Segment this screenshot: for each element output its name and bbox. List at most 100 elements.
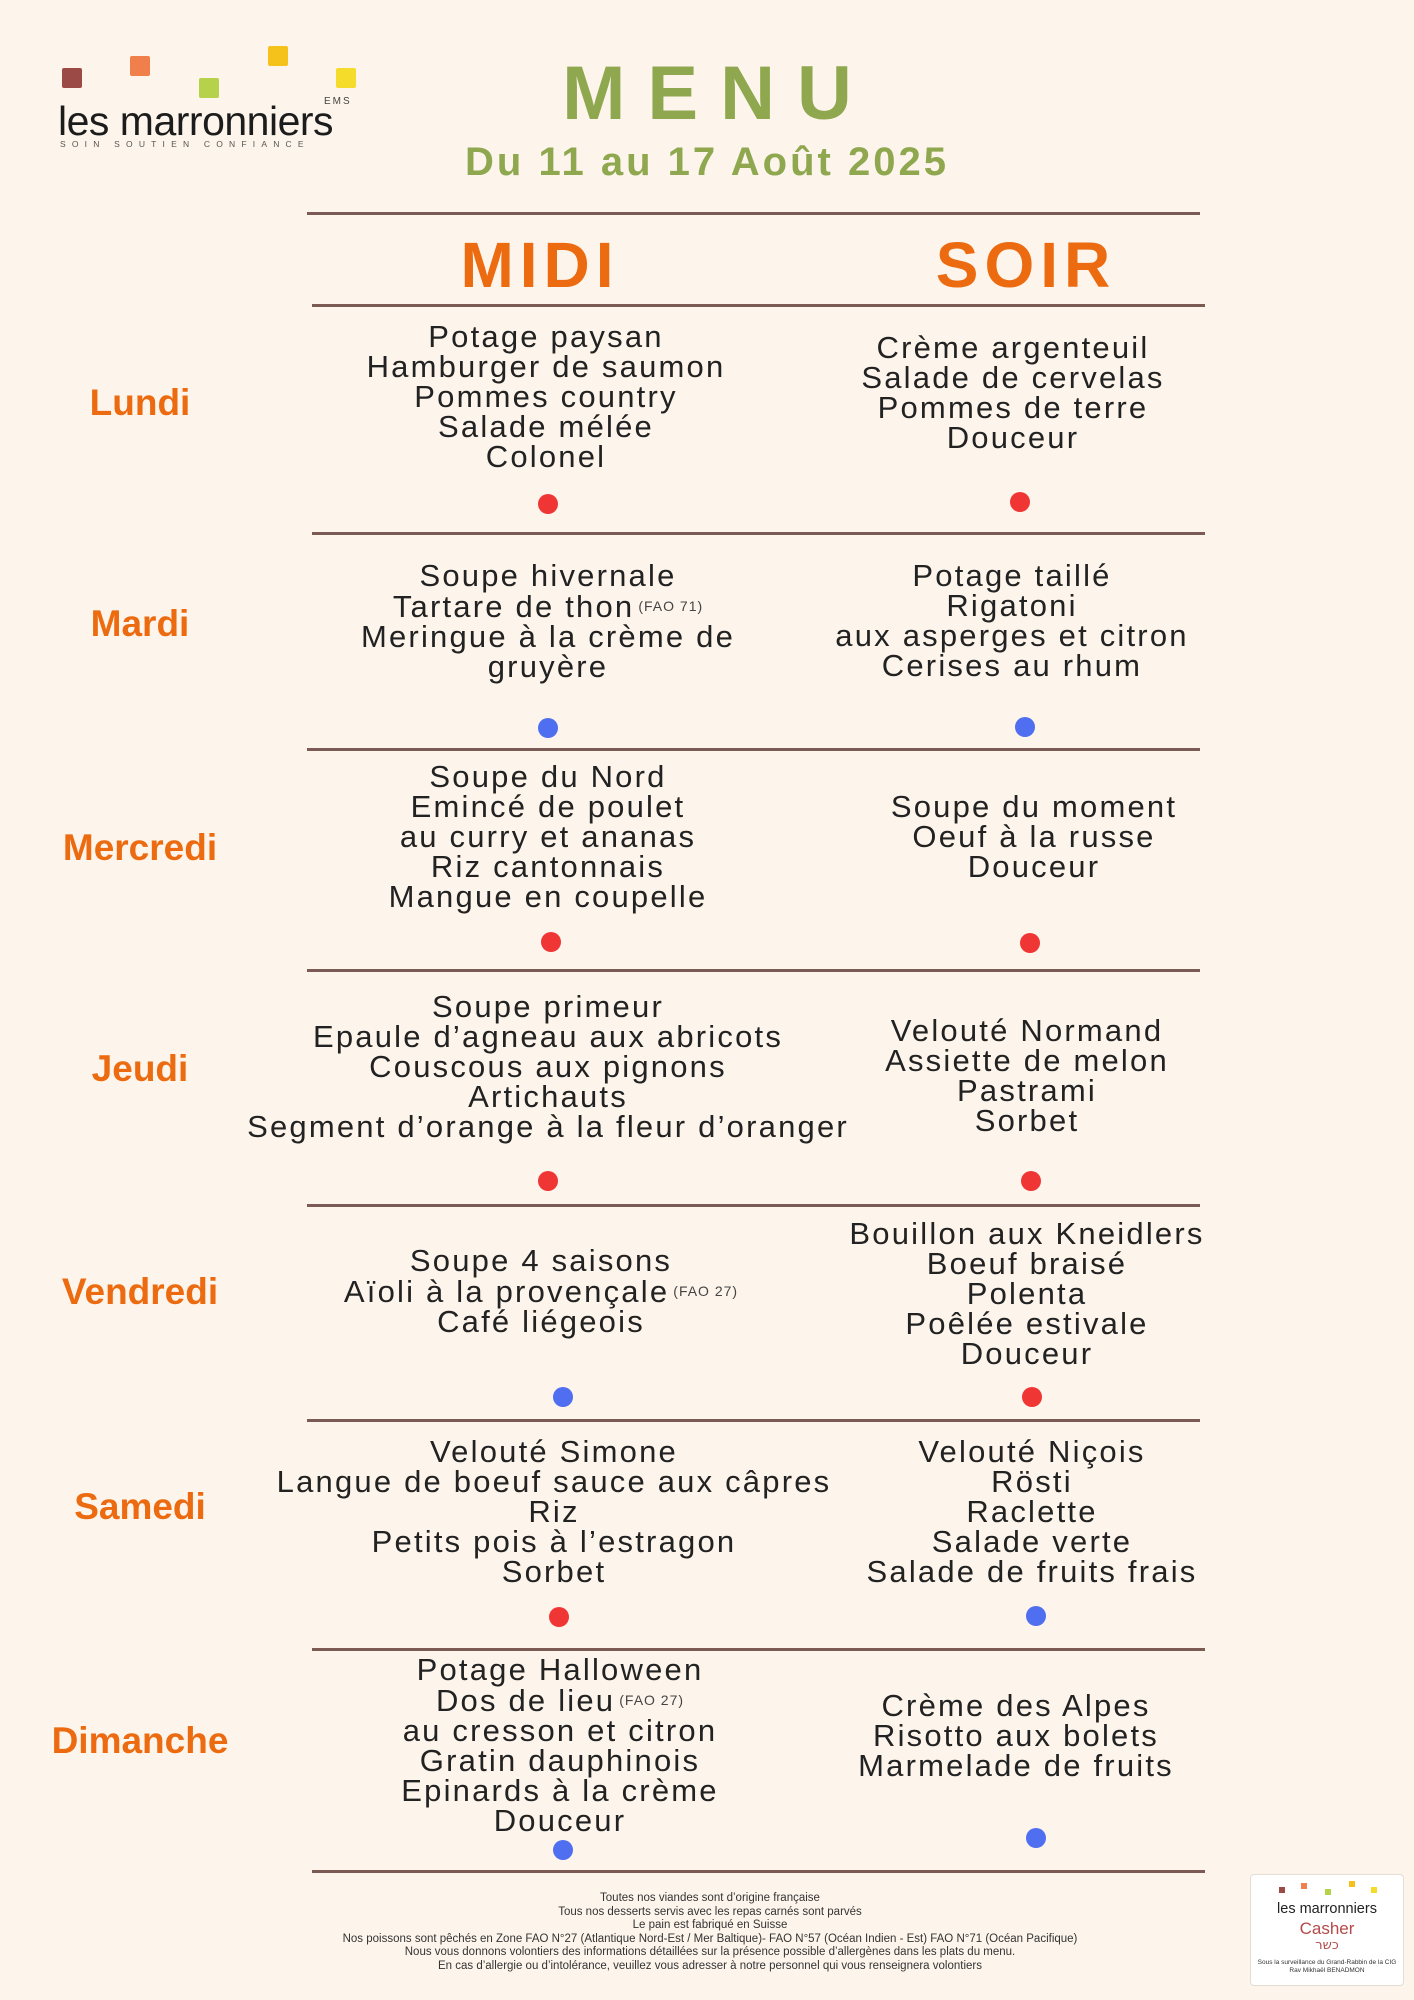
menu-item: Polenta xyxy=(966,1276,1088,1311)
menu-line: Assiette de melon xyxy=(677,1043,1377,1078)
menu-item: Epinards à la crème xyxy=(401,1773,719,1808)
menu-line: au curry et ananas xyxy=(198,819,898,854)
logo-tagline: SOIN SOUTIEN CONFIANCE xyxy=(60,139,310,149)
day-label: Lundi xyxy=(89,382,191,423)
menu-line: Epaule d’agneau aux abricots xyxy=(198,1021,898,1052)
soir-dot xyxy=(1020,933,1040,953)
menu-item: Soupe du moment xyxy=(890,789,1178,824)
menu-line: Hamburger de saumon xyxy=(196,349,896,384)
midi-dot xyxy=(553,1840,573,1860)
menu-item: Soupe 4 saisons xyxy=(409,1243,673,1278)
row-divider xyxy=(312,1648,1205,1651)
menu-line: Gratin dauphinois xyxy=(210,1743,910,1778)
logo-square-5 xyxy=(336,68,356,88)
footer-line: Toutes nos viandes sont d’origine frança… xyxy=(600,1892,820,1904)
menu-line: Emincé de poulet xyxy=(198,789,898,824)
menu-line: Polenta xyxy=(677,1276,1377,1311)
menu-line: Cerises au rhum xyxy=(662,650,1362,681)
menu-line: Couscous aux pignons xyxy=(198,1049,898,1084)
menu-line: Douceur xyxy=(210,1805,910,1836)
menu-line: Salade mélée xyxy=(196,411,896,442)
soir-dot xyxy=(1021,1171,1041,1191)
menu-item: Couscous aux pignons xyxy=(369,1049,727,1084)
menu-item: Hamburger de saumon xyxy=(366,349,726,384)
menu-line: Potage Halloween xyxy=(210,1652,910,1687)
menu-item: Oeuf à la russe xyxy=(912,819,1156,854)
menu-item: Assiette de melon xyxy=(885,1043,1169,1078)
menu-item: Sorbet xyxy=(974,1103,1080,1138)
row-divider xyxy=(307,969,1200,972)
menu-line: Rigatoni xyxy=(662,590,1362,621)
fao-zone: (FAO 71) xyxy=(638,598,704,614)
menu-item: Pommes country xyxy=(414,379,678,414)
column-header-soir: SOIR xyxy=(935,229,1117,301)
menu-item: Potage Halloween xyxy=(416,1652,704,1687)
footer-line: Tous nos desserts servis avec les repas … xyxy=(558,1905,862,1918)
midi-dot xyxy=(553,1387,573,1407)
casher-square-4 xyxy=(1349,1881,1355,1887)
menu-item: Colonel xyxy=(485,439,607,474)
footer-line: En cas d’allergie ou d’intolérance, veui… xyxy=(437,1959,982,1972)
menu-item: Velouté Niçois xyxy=(918,1434,1146,1469)
menu-item: Pommes de terre xyxy=(877,390,1149,425)
row-divider xyxy=(312,1870,1205,1873)
menu-line: Crème des Alpes xyxy=(666,1688,1366,1723)
menu-line: Salade verte xyxy=(682,1526,1382,1557)
menu-line: Colonel xyxy=(196,439,896,474)
row-divider xyxy=(307,748,1200,751)
soir-dot xyxy=(1015,717,1035,737)
row-divider xyxy=(312,304,1205,307)
menu-item: Riz cantonnais xyxy=(430,849,666,884)
soir-dot xyxy=(1026,1606,1046,1626)
menu-item: Marmelade de fruits xyxy=(858,1748,1174,1783)
menu-item: Crème argenteuil xyxy=(876,330,1150,365)
footer-line: Le pain est fabriqué en Suisse xyxy=(632,1919,788,1931)
casher-name: les marronniers xyxy=(1277,1901,1377,1917)
menu-item: Bouillon aux Kneidlers xyxy=(849,1216,1205,1251)
casher-badge: les marronniers Casher כשר Sous la surve… xyxy=(1250,1874,1404,1986)
menu-line: Oeuf à la russe xyxy=(684,819,1384,854)
menu-item: Salade de cervelas xyxy=(861,360,1165,395)
menu-line: aux asperges et citron xyxy=(662,620,1362,651)
menu-item: Potage taillé xyxy=(912,558,1112,593)
menu-item: Douceur xyxy=(960,1336,1094,1371)
day-label: Dimanche xyxy=(51,1720,229,1761)
menu-dates: Du 11 au 17 Août 2025 xyxy=(465,140,949,184)
menu-item: Langue de boeuf sauce aux câpres xyxy=(276,1464,832,1499)
menu-item: Douceur xyxy=(946,420,1080,455)
menu-line: Artichauts xyxy=(198,1081,898,1112)
menu-item: Potage paysan xyxy=(428,319,664,354)
fao-zone: (FAO 27) xyxy=(673,1283,739,1299)
menu-line: au cresson et citron xyxy=(210,1715,910,1746)
menu-item: Sorbet xyxy=(501,1554,607,1589)
logo-square-1 xyxy=(62,68,82,88)
menu-item: Crème des Alpes xyxy=(881,1688,1151,1723)
menu-item: Gratin dauphinois xyxy=(419,1743,701,1778)
casher-supervision: Sous la surveillance du Grand-Rabbin de … xyxy=(1257,1959,1397,1974)
soir-dot xyxy=(1022,1387,1042,1407)
midi-dot xyxy=(538,494,558,514)
menu-line: Potage paysan xyxy=(196,319,896,354)
menu-line: Aïoli à la provençale(FAO 27) xyxy=(191,1276,891,1307)
menu-item: Velouté Simone xyxy=(430,1434,678,1469)
menu-item: Rösti xyxy=(991,1464,1073,1499)
menu-line: Soupe primeur xyxy=(198,989,898,1024)
menu-line: Tartare de thon(FAO 71) xyxy=(198,591,898,622)
day-label: Mardi xyxy=(90,603,190,644)
soir-dot xyxy=(1026,1828,1046,1848)
menu-line: Salade de cervelas xyxy=(663,360,1363,395)
menu-item: Emincé de poulet xyxy=(410,789,686,824)
column-header-midi: MIDI xyxy=(460,229,620,301)
menu-item: au curry et ananas xyxy=(399,819,697,854)
menu-item: Soupe primeur xyxy=(432,989,664,1024)
row-divider xyxy=(307,1204,1200,1207)
menu-line: Boeuf braisé xyxy=(677,1248,1377,1279)
menu-line: Sorbet xyxy=(677,1103,1377,1138)
menu-line: Salade de fruits frais xyxy=(682,1556,1382,1587)
